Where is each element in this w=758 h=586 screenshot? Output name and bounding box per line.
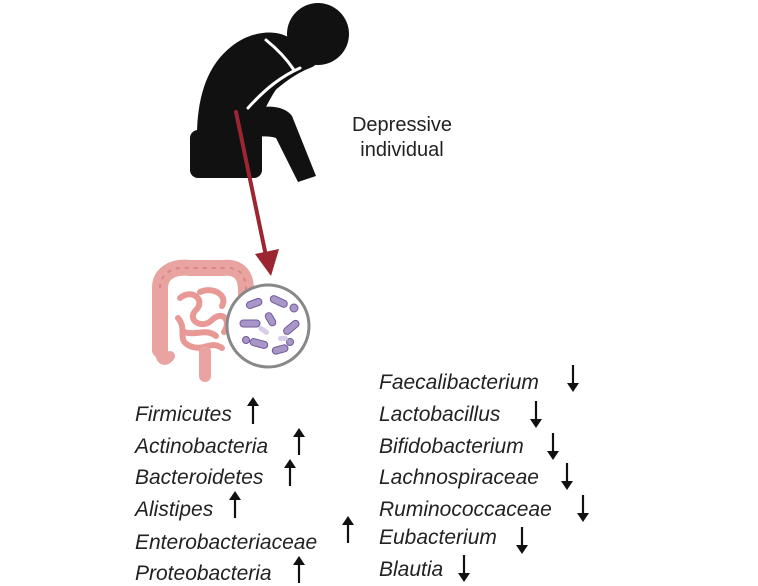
arrow-down-icon [530,401,542,428]
link-arrow [234,110,279,276]
arrow-down-icon [458,555,470,582]
person-sitting-head-in-hands-icon [190,3,349,182]
taxon-increased: Actinobacteria [135,435,269,458]
taxon-increased: Firmicutes [135,403,232,426]
taxon-increased: Bacteroidetes [135,466,264,489]
taxon-decreased: Lachnospiraceae [379,466,539,489]
arrow-up-icon [247,397,259,424]
taxon-decreased: Ruminococcaceae [379,498,552,521]
taxon-decreased: Lactobacillus [379,403,501,426]
arrow-up-icon [342,516,354,543]
arrow-down-icon [516,527,528,554]
taxon-increased: Proteobacteria [135,562,272,585]
caption-line-2: individual [360,139,444,161]
arrow-down-icon [547,433,559,460]
arrow-up-icon [293,428,305,455]
taxon-decreased: Eubacterium [379,526,497,549]
taxon-decreased: Blautia [379,558,444,581]
taxon-increased: Alistipes [135,498,214,521]
bacteria-magnifier-icon [225,283,311,369]
arrow-up-icon [229,491,241,518]
intestine-icon [152,259,254,382]
taxon-decreased: Bifidobacterium [379,435,524,458]
arrow-up-icon [284,459,296,486]
taxon-decreased: Faecalibacterium [379,371,539,394]
taxon-increased: Enterobacteriaceae [135,531,318,554]
person-caption: Depressive individual [332,113,472,163]
caption-line-1: Depressive [351,114,453,136]
arrow-down-icon [577,495,589,522]
arrow-down-icon [561,463,573,490]
arrow-down-icon [567,365,579,392]
arrow-up-icon [293,556,305,583]
